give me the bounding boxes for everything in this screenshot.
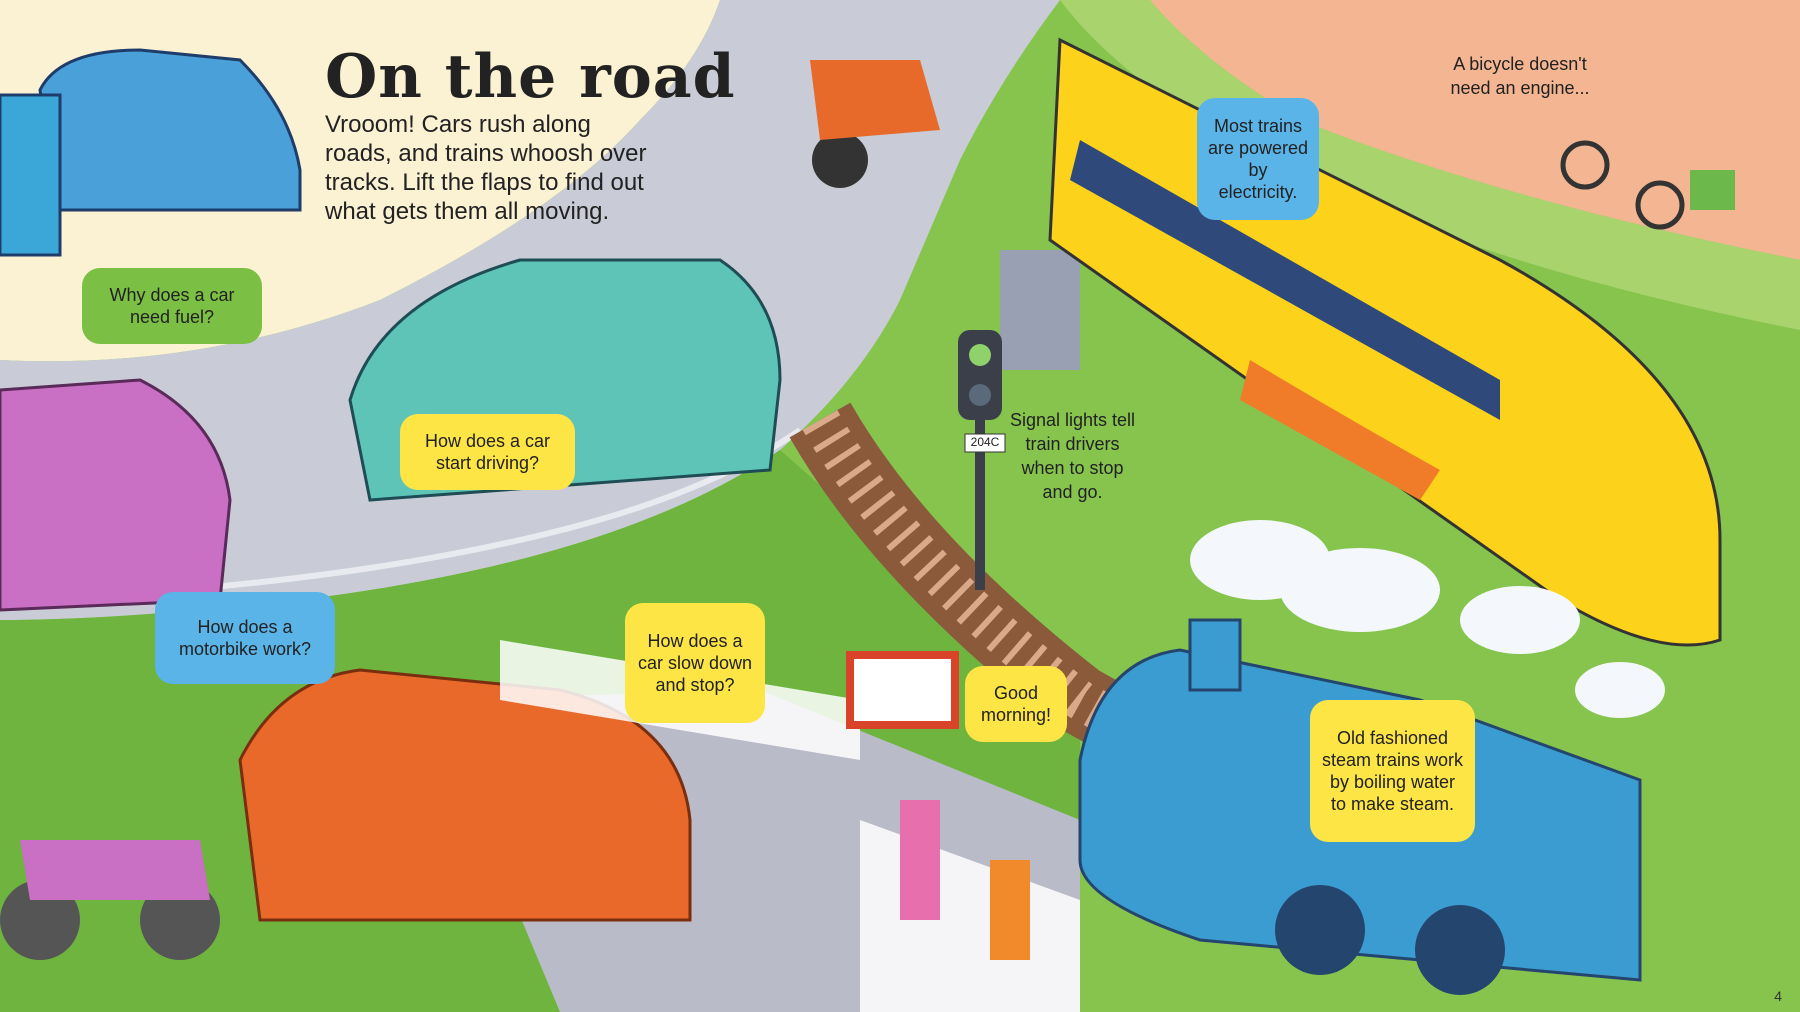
flap-motorbike[interactable]: How does a motorbike work? bbox=[155, 592, 335, 684]
flap-steam-trains[interactable]: Old fashioned steam trains work by boili… bbox=[1310, 700, 1475, 842]
flap-trains-power[interactable]: Most trains are powered by electricity. bbox=[1197, 98, 1319, 220]
caption-signal-lights: Signal lights tell train drivers when to… bbox=[1009, 410, 1136, 502]
caption-bicycle: A bicycle doesn't need an engine... bbox=[1450, 54, 1590, 98]
signal-plate-label: 204C bbox=[970, 435, 1000, 449]
flap-good-morning[interactable]: Good morning! bbox=[965, 666, 1067, 742]
intro-text: Vrooom! Cars rush along roads, and train… bbox=[325, 111, 647, 225]
page-title: On the road bbox=[325, 42, 736, 112]
flap-car-fuel[interactable]: Why does a car need fuel? bbox=[82, 268, 262, 344]
flap-car-stop[interactable]: How does a car slow down and stop? bbox=[625, 603, 765, 723]
flap-car-start[interactable]: How does a car start driving? bbox=[400, 414, 575, 490]
page-number: 4 bbox=[1774, 988, 1782, 1004]
